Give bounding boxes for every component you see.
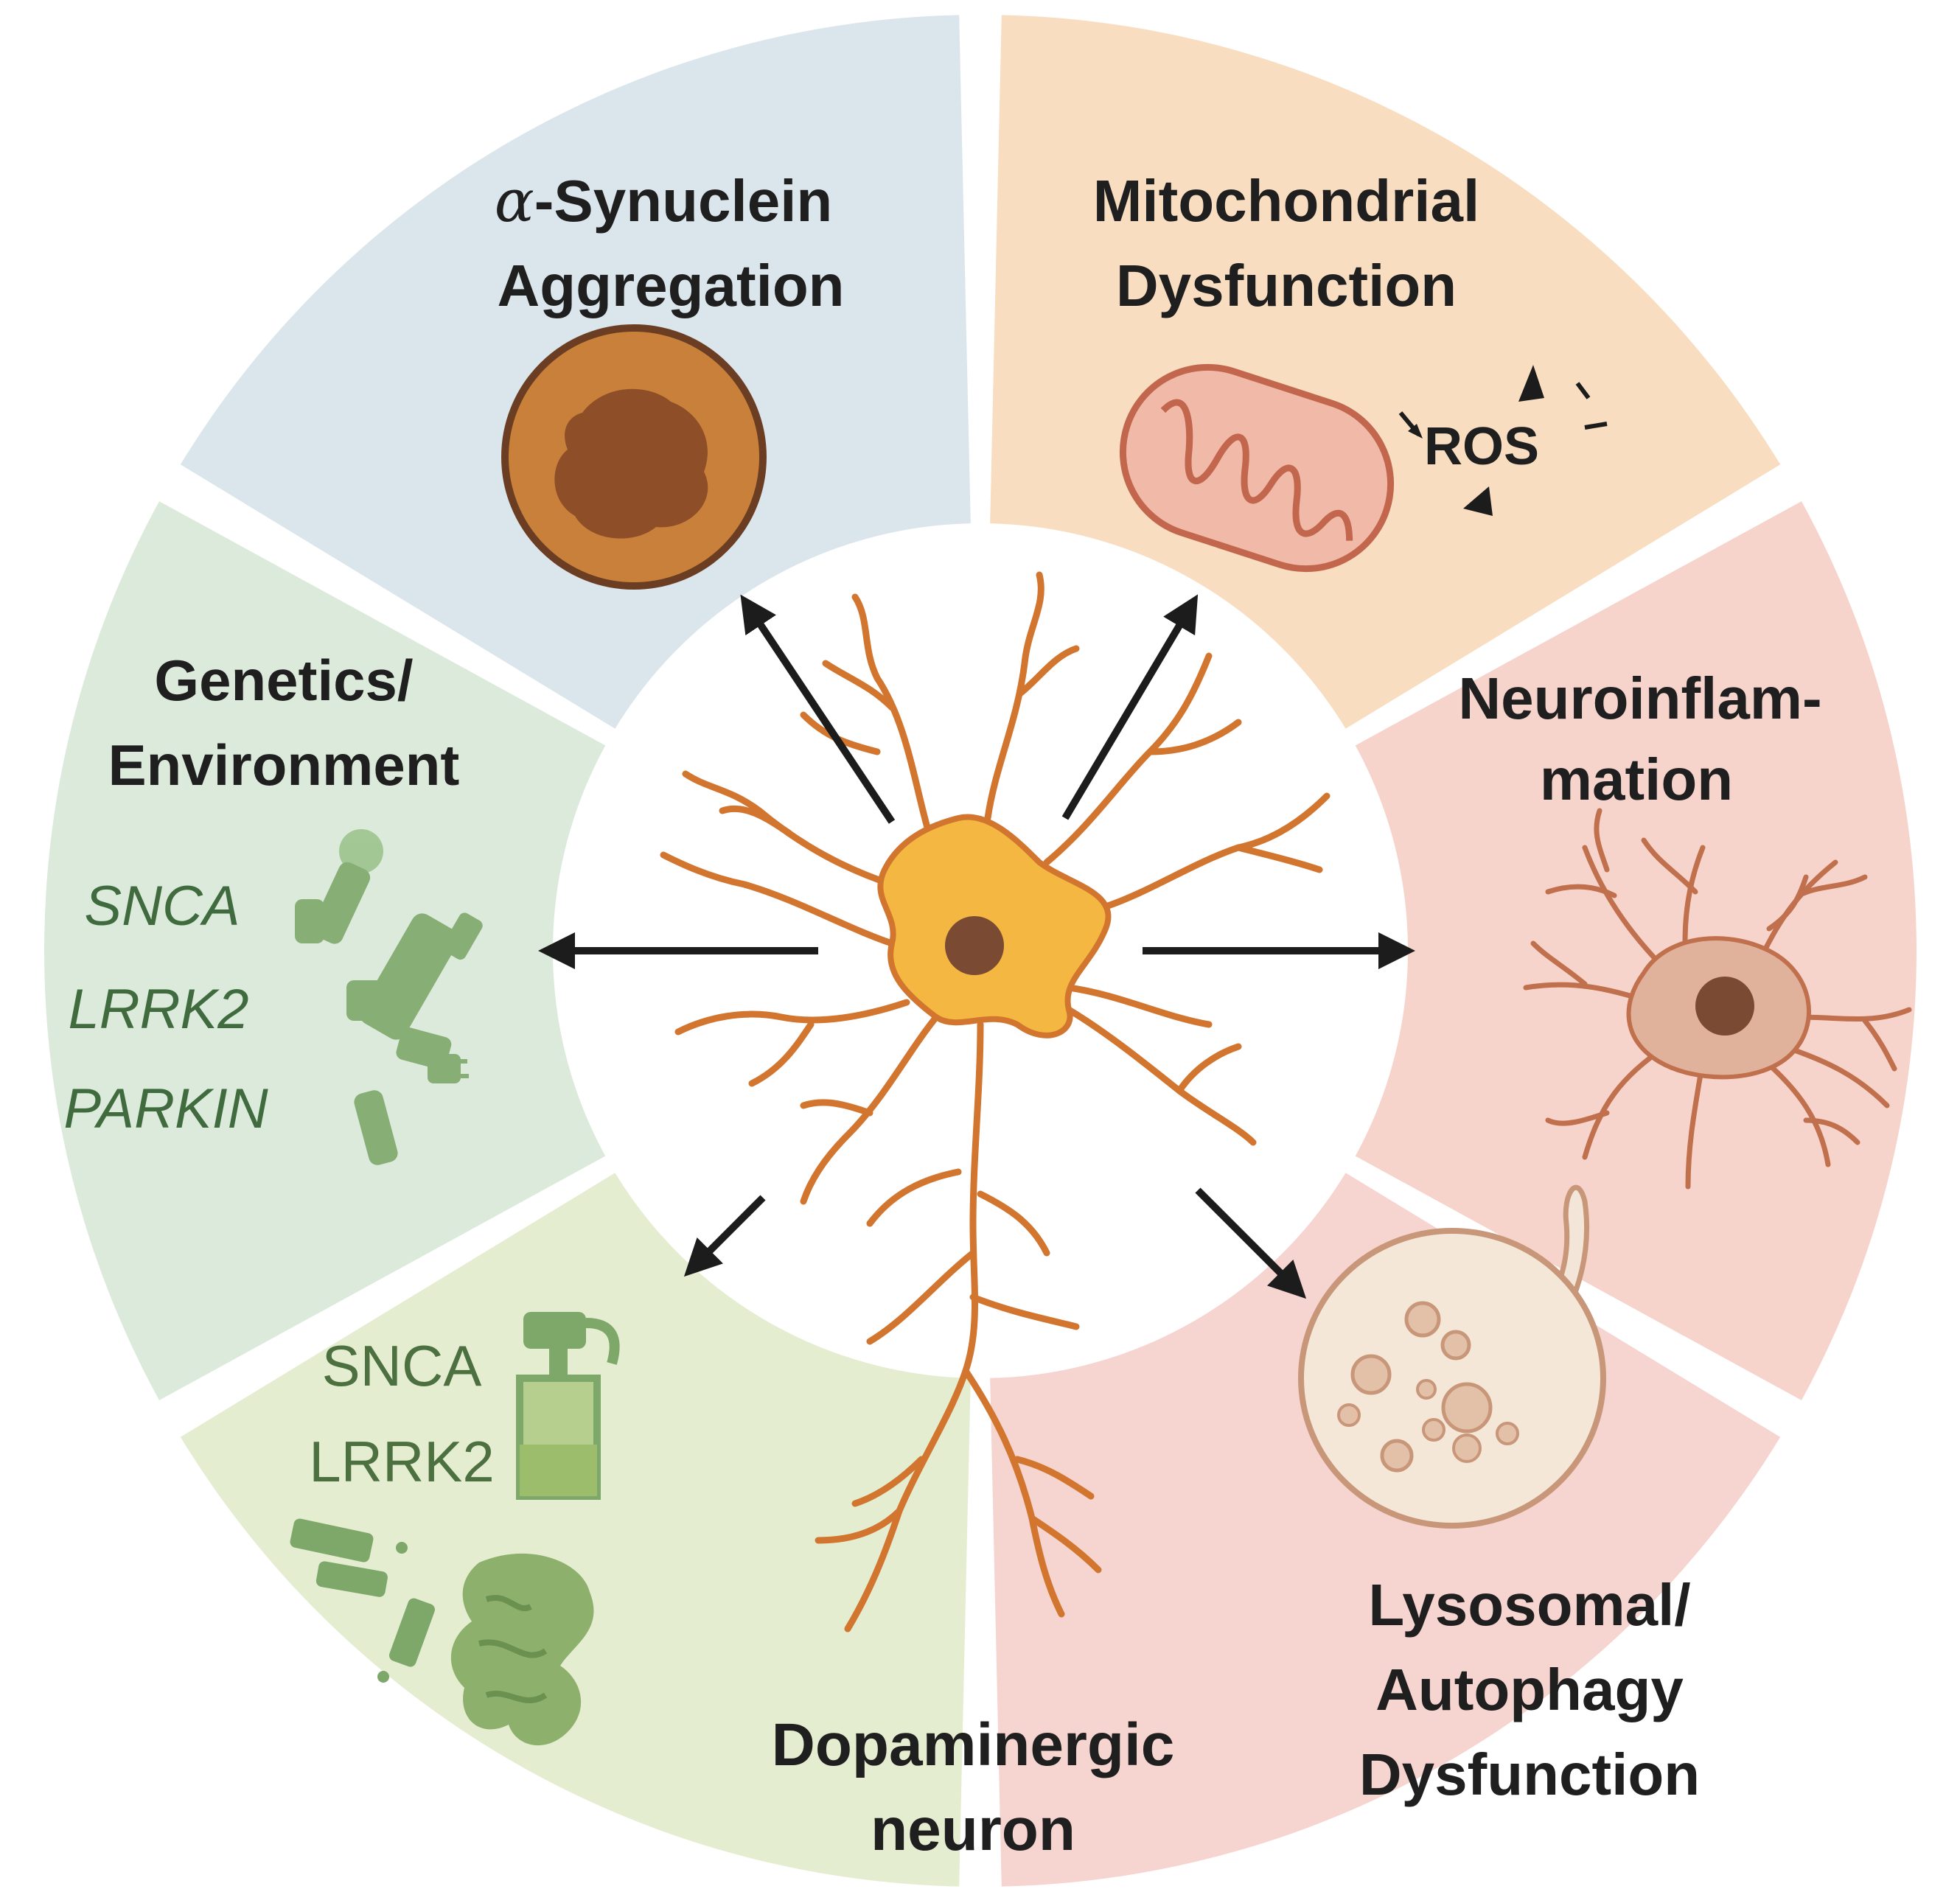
- neuron-branch: [962, 1367, 1065, 1618]
- label-genetics-2: Environment: [108, 733, 460, 797]
- neuron-branch: [866, 1249, 977, 1345]
- neuron-branch: [1014, 1456, 1095, 1500]
- neuron-branch: [815, 1507, 903, 1544]
- neuron-branch: [1017, 645, 1080, 696]
- neuron-nucleus: [945, 916, 1004, 975]
- label-lysosomal-2: Autophagy: [1375, 1657, 1684, 1722]
- center-label-1: Dopaminergic: [772, 1711, 1175, 1778]
- microglia-nucleus: [1695, 977, 1754, 1036]
- arrow-to-environment-gut: [683, 1195, 766, 1277]
- neuron-branch: [1028, 1515, 1102, 1574]
- label-neuroinflammation-2: mation: [1540, 747, 1733, 812]
- neuron-branch: [851, 1456, 925, 1507]
- segment-genetics: [43, 501, 980, 1400]
- arrow-to-mitochondrial: [1061, 594, 1199, 820]
- neuron-branch: [984, 571, 1044, 822]
- mitochondrion-icon: [1119, 363, 1608, 573]
- arrow-to-lysosomal: [1195, 1187, 1307, 1299]
- neuron-branch: [969, 1293, 1080, 1330]
- neuron-branch: [1146, 719, 1242, 755]
- gene-label-lrrk2: LRRK2: [69, 978, 249, 1041]
- lysosome-icon: [1298, 1184, 1606, 1529]
- neuron-branch: [822, 660, 896, 711]
- env-gene-label-snca: SNCA: [322, 1333, 482, 1398]
- label-genetics-1: Genetics/: [154, 648, 413, 713]
- neuron-branch: [851, 593, 932, 837]
- gene-label-snca: SNCA: [84, 875, 240, 937]
- genetics-icons: [295, 829, 483, 1165]
- gene-label-parkin: PARKIN: [63, 1078, 268, 1140]
- neuron-branch: [1102, 792, 1331, 910]
- label-lysosomal-3: Dysfunction: [1359, 1742, 1700, 1807]
- neuron-icon: [660, 571, 1331, 1633]
- neuron-branch: [800, 1099, 873, 1117]
- neuron-branch: [977, 1190, 1050, 1257]
- label-alpha-synuclein-2: Aggregation: [497, 253, 844, 318]
- neuron-branch: [1065, 984, 1213, 1028]
- center-label-2: neuron: [871, 1796, 1075, 1863]
- arrow-to-alpha-synuclein: [740, 594, 896, 824]
- label-neuroinflammation-1: Neuroinflam-: [1458, 666, 1821, 731]
- aggregate-icon: [501, 324, 767, 590]
- neuron-branch: [1176, 1043, 1242, 1094]
- neuron-branch: [1235, 844, 1323, 873]
- ros-label: ROS: [1424, 417, 1539, 476]
- label-alpha-synuclein-1: α-Synuclein: [495, 167, 833, 235]
- neuron-branch: [748, 1021, 815, 1087]
- environment-icons: [290, 1312, 620, 1746]
- neuron-branch: [800, 1013, 940, 1205]
- neuron-branch: [866, 1168, 962, 1227]
- neuron-branch: [719, 805, 792, 837]
- segment-neuroinflammation: [980, 501, 1917, 1400]
- neuron-branch: [844, 1021, 984, 1633]
- label-mitochondrial-2: Dysfunction: [1116, 253, 1457, 318]
- neuron-branch: [674, 999, 910, 1036]
- label-lysosomal-1: Lysosomal/: [1368, 1572, 1690, 1638]
- env-gene-label-lrrk2: LRRK2: [309, 1429, 494, 1494]
- label-mitochondrial-1: Mitochondrial: [1093, 168, 1479, 234]
- arrows: [538, 594, 1415, 1299]
- neuron-branch: [660, 851, 896, 947]
